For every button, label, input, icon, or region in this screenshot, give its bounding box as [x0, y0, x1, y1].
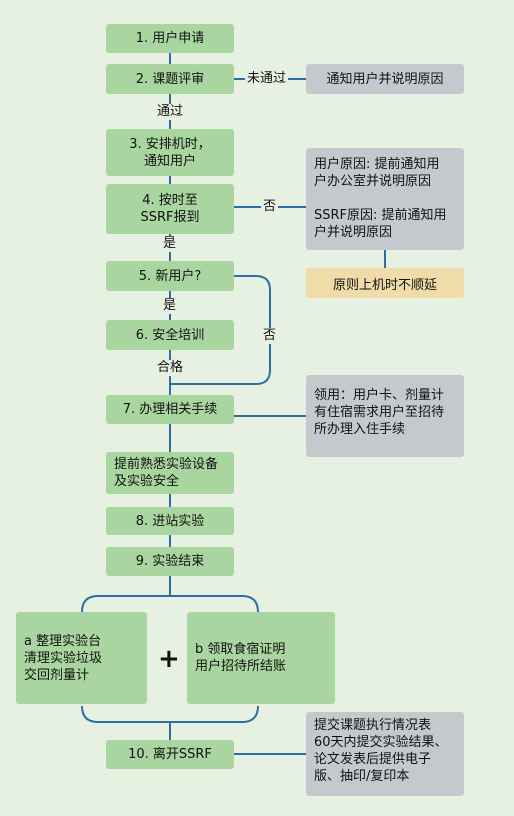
- step-4-report-on-time: 4. 按时至 SSRF报到: [106, 184, 234, 234]
- step-5-new-user: 5. 新用户?: [106, 261, 234, 291]
- step-8-experiment: 8. 进站实验: [106, 507, 234, 535]
- label-yes-step5: 是: [161, 298, 179, 314]
- step-7-procedures: 7. 办理相关手续: [106, 395, 234, 424]
- plus-sign: +: [158, 644, 180, 674]
- note-receive: 领用：用户卡、剂量计 有住宿需求用户至招待 所办理入住手续: [306, 375, 464, 457]
- label-yes-step4: 是: [161, 236, 179, 252]
- note-notify-user: 通知用户并说明原因: [306, 64, 464, 94]
- step-6-safety-training: 6. 安全培训: [106, 320, 234, 350]
- step-7b-familiarize: 提前熟悉实验设备 及实验安全: [106, 452, 234, 494]
- step-2-project-review: 2. 课题评审: [106, 64, 234, 94]
- join-bracket: [81, 705, 259, 723]
- note-submit: 提交课题执行情况表 60天内提交实验结果、 论文发表后提供电子 版、抽印/复印本: [306, 712, 464, 796]
- note-reason: 用户原因: 提前通知用 户办公室并说明原因 SSRF原因: 提前通知用 户并说明…: [306, 148, 464, 250]
- step-b-checkout: b 领取食宿证明 用户招待所结账: [187, 612, 335, 704]
- note-principle: 原则上机时不顺延: [306, 268, 464, 298]
- step-10-leave: 10. 离开SSRF: [106, 740, 234, 769]
- split-bracket: [81, 595, 259, 613]
- label-pass: 通过: [155, 104, 186, 120]
- label-no-step5: 否: [261, 328, 279, 344]
- label-not-pass: 未通过: [245, 71, 289, 87]
- label-qualified: 合格: [155, 360, 186, 376]
- step-3-schedule-beamtime: 3. 安排机时， 通知用户: [106, 129, 234, 176]
- step-9-experiment-end: 9. 实验结束: [106, 547, 234, 576]
- step-1-user-application: 1. 用户申请: [106, 24, 234, 53]
- step-a-cleanup: a 整理实验台 清理实验垃圾 交回剂量计: [16, 612, 147, 704]
- label-no-step4: 否: [261, 199, 279, 215]
